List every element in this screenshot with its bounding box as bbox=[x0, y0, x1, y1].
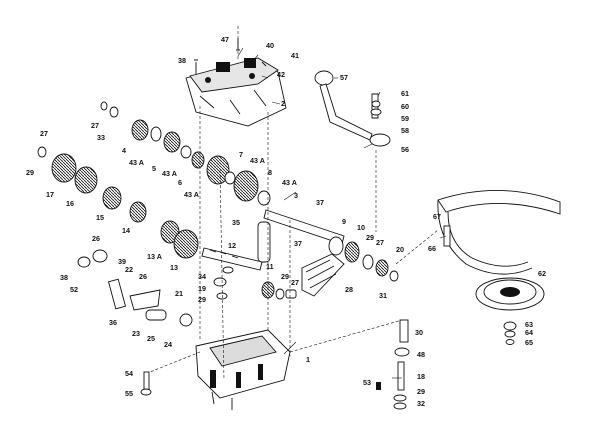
label-part-48: 48 bbox=[417, 350, 425, 359]
label-part-55: 55 bbox=[125, 389, 133, 398]
label-part-40: 40 bbox=[266, 41, 274, 50]
label-part-18: 18 bbox=[417, 372, 425, 381]
label-part-29c: 29 bbox=[198, 295, 206, 304]
label-part-11: 11 bbox=[266, 262, 274, 271]
label-part-9: 9 bbox=[342, 217, 346, 226]
label-part-26b: 26 bbox=[139, 272, 147, 281]
label-part-29d: 29 bbox=[281, 272, 289, 281]
label-part-27a: 27 bbox=[91, 121, 99, 130]
label-part-61: 61 bbox=[401, 89, 409, 98]
label-part-16: 16 bbox=[66, 199, 74, 208]
label-part-60: 60 bbox=[401, 102, 409, 111]
label-part-54: 54 bbox=[125, 369, 133, 378]
label-part-15: 15 bbox=[96, 213, 104, 222]
label-part-67: 67 bbox=[433, 212, 441, 221]
label-part-17: 17 bbox=[46, 190, 54, 199]
label-part-63: 63 bbox=[525, 320, 533, 329]
shift-lever bbox=[314, 70, 391, 147]
label-part-52: 52 bbox=[70, 285, 78, 294]
label-part-5: 5 bbox=[152, 164, 156, 173]
label-part-65: 65 bbox=[525, 338, 533, 347]
gear-cluster-left bbox=[37, 101, 147, 223]
label-part-2: 2 bbox=[281, 99, 285, 108]
chain-assembly bbox=[261, 253, 345, 300]
label-part-4: 4 bbox=[122, 146, 126, 155]
label-part-29a: 29 bbox=[26, 168, 34, 177]
label-part-42: 42 bbox=[277, 70, 285, 79]
label-part-27d: 27 bbox=[291, 278, 299, 287]
label-part-43a-3: 43 A bbox=[184, 190, 199, 199]
pulley-and-belt bbox=[437, 190, 561, 345]
label-part-6: 6 bbox=[178, 178, 182, 187]
label-part-27c: 27 bbox=[376, 238, 384, 247]
label-part-29b: 29 bbox=[366, 233, 374, 242]
label-part-38b: 38 bbox=[60, 273, 68, 282]
label-part-43a-2: 43 A bbox=[162, 169, 177, 178]
label-part-62: 62 bbox=[538, 269, 546, 278]
label-part-12: 12 bbox=[228, 241, 236, 250]
label-part-56: 56 bbox=[401, 145, 409, 154]
label-part-43a-4: 43 A bbox=[250, 156, 265, 165]
label-part-23: 23 bbox=[132, 329, 140, 338]
label-part-37b: 37 bbox=[294, 239, 302, 248]
label-part-10: 10 bbox=[357, 223, 365, 232]
label-part-30: 30 bbox=[415, 328, 423, 337]
label-part-36: 36 bbox=[109, 318, 117, 327]
label-part-29e: 29 bbox=[417, 387, 425, 396]
label-part-32: 32 bbox=[417, 399, 425, 408]
label-part-13a: 13 A bbox=[147, 252, 162, 261]
gears-and-shafts bbox=[160, 209, 399, 282]
label-part-19: 19 bbox=[198, 284, 206, 293]
label-part-37a: 37 bbox=[316, 198, 324, 207]
label-part-8: 8 bbox=[268, 168, 272, 177]
label-part-31: 31 bbox=[379, 291, 387, 300]
label-part-35: 35 bbox=[232, 218, 240, 227]
label-part-43a-5: 43 A bbox=[282, 178, 297, 187]
label-part-7: 7 bbox=[239, 150, 243, 159]
lower-gearbox-housing bbox=[195, 329, 291, 410]
label-part-53: 53 bbox=[363, 378, 371, 387]
gear-stack-upper bbox=[131, 119, 271, 206]
label-part-33: 33 bbox=[97, 133, 105, 142]
label-part-66: 66 bbox=[428, 244, 436, 253]
label-part-25: 25 bbox=[147, 334, 155, 343]
label-part-43a-1: 43 A bbox=[129, 158, 144, 167]
label-part-41: 41 bbox=[291, 51, 299, 60]
label-part-26a: 26 bbox=[92, 234, 100, 243]
assembly-dashed-lines bbox=[149, 26, 439, 381]
label-part-34: 34 bbox=[198, 272, 206, 281]
label-part-13: 13 bbox=[170, 263, 178, 272]
part-labels: 47 40 41 42 38 2 57 61 60 59 58 56 27 33… bbox=[26, 35, 546, 408]
label-part-27b: 27 bbox=[40, 129, 48, 138]
label-part-58: 58 bbox=[401, 126, 409, 135]
leader-lines bbox=[237, 47, 447, 379]
label-part-14: 14 bbox=[122, 226, 130, 235]
label-part-64: 64 bbox=[525, 328, 533, 337]
upper-housing-cover bbox=[185, 57, 287, 127]
label-part-21: 21 bbox=[175, 289, 183, 298]
label-part-1: 1 bbox=[306, 355, 310, 364]
label-part-28: 28 bbox=[345, 285, 353, 294]
label-part-47: 47 bbox=[221, 35, 229, 44]
small-parts bbox=[77, 38, 410, 410]
label-part-59: 59 bbox=[401, 114, 409, 123]
label-part-39: 39 bbox=[118, 257, 126, 266]
label-part-57: 57 bbox=[340, 73, 348, 82]
label-part-20: 20 bbox=[396, 245, 404, 254]
label-part-38a: 38 bbox=[178, 56, 186, 65]
label-part-22: 22 bbox=[125, 265, 133, 274]
label-part-24: 24 bbox=[164, 340, 172, 349]
label-part-3: 3 bbox=[294, 191, 298, 200]
